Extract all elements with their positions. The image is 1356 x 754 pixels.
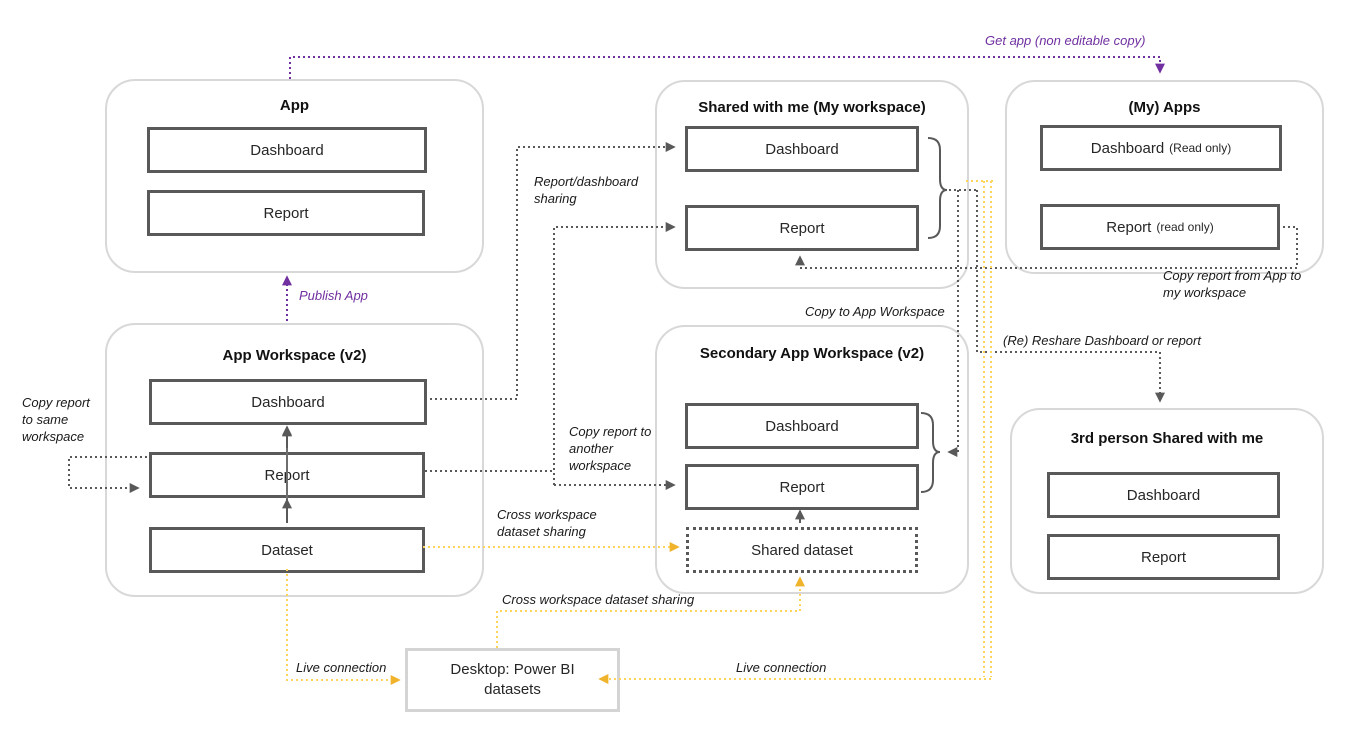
- copy-report-same-label: Copy report to same workspace: [22, 395, 90, 445]
- my-apps-dashboard-label: Dashboard: [1090, 139, 1165, 157]
- app-workspace-container: App Workspace (v2) Dashboard Report Data…: [105, 323, 484, 597]
- my-apps-container: (My) Apps Dashboard (Read only) Report (…: [1005, 80, 1324, 274]
- third-person-container: 3rd person Shared with me Dashboard Repo…: [1010, 408, 1324, 594]
- copy-report-from-app-label: Copy report from App to my workspace: [1163, 268, 1302, 301]
- live-connection-right-label: Live connection: [736, 660, 827, 675]
- app-container-title: App: [279, 97, 310, 114]
- shared-with-me-dashboard-box: Dashboard: [685, 126, 919, 172]
- shared-with-me-title: Shared with me (My workspace): [698, 99, 926, 116]
- secondary-dashboard-box: Dashboard: [685, 403, 919, 449]
- app-workspace-dashboard-box: Dashboard: [149, 379, 427, 425]
- copy-to-app-workspace-label: Copy to App Workspace: [805, 304, 945, 319]
- secondary-workspace-container: Secondary App Workspace (v2) Dashboard R…: [655, 325, 969, 594]
- third-person-report-box: Report: [1047, 534, 1280, 580]
- app-dashboard-box: Dashboard: [147, 127, 427, 173]
- third-person-title: 3rd person Shared with me: [1070, 430, 1264, 447]
- edge-get-app: [289, 56, 1165, 79]
- my-apps-report-label: Report: [1106, 218, 1152, 236]
- get-app-label: Get app (non editable copy): [985, 33, 1146, 48]
- copy-report-another-label: Copy report to another workspace: [569, 424, 652, 474]
- third-person-dashboard-box: Dashboard: [1047, 472, 1280, 518]
- app-workspace-dataset-box: Dataset: [149, 527, 425, 573]
- reshare-label: (Re) Reshare Dashboard or report: [1003, 333, 1201, 348]
- app-workspace-title: App Workspace (v2): [222, 347, 367, 364]
- publish-app-label: Publish App: [299, 288, 368, 303]
- my-apps-dashboard-box: Dashboard (Read only): [1040, 125, 1282, 171]
- my-apps-dashboard-suffix: (Read only): [1169, 141, 1232, 155]
- report-dashboard-sharing-label: Report/dashboard sharing: [534, 174, 639, 207]
- live-connection-left-label: Live connection: [296, 660, 387, 675]
- my-apps-report-suffix: (read only): [1156, 220, 1214, 234]
- cross-workspace-mid-label: Cross workspace dataset sharing: [497, 507, 597, 540]
- app-container: App Dashboard Report: [105, 79, 484, 273]
- secondary-report-box: Report: [685, 464, 919, 510]
- my-apps-title: (My) Apps: [1128, 99, 1201, 116]
- cross-workspace-bottom-label: Cross workspace dataset sharing: [502, 592, 695, 607]
- app-report-box: Report: [147, 190, 425, 236]
- shared-with-me-report-box: Report: [685, 205, 919, 251]
- desktop-powerbi-datasets-box: Desktop: Power BI datasets: [405, 648, 620, 712]
- secondary-shared-dataset-box: Shared dataset: [686, 527, 918, 573]
- my-apps-report-box: Report (read only): [1040, 204, 1280, 250]
- app-workspace-report-box: Report: [149, 452, 425, 498]
- shared-with-me-container: Shared with me (My workspace) Dashboard …: [655, 80, 969, 289]
- secondary-workspace-title: Secondary App Workspace (v2): [699, 345, 925, 362]
